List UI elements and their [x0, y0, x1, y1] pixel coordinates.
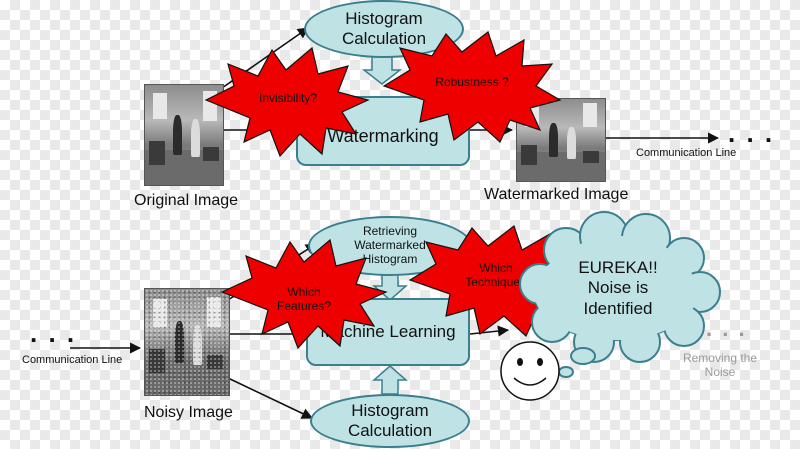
- removing-noise-label: Removing the Noise: [682, 351, 758, 379]
- smiley-face-icon: [500, 341, 560, 401]
- watermarked-image-photo: [516, 98, 606, 182]
- star-technique-label: Which Technique?: [465, 261, 527, 289]
- star-features: [220, 238, 388, 350]
- watermarking-label: Watermarking: [327, 125, 439, 146]
- arrow-noisy-to-histogram: [227, 377, 314, 419]
- noisy-image-photo: [144, 288, 230, 396]
- original-image-caption: Original Image: [134, 192, 239, 209]
- continuation-dots-left: . . .: [30, 318, 77, 348]
- star-features-label: Which Features?: [276, 285, 332, 313]
- watermarked-image-caption: Watermarked Image: [484, 186, 629, 203]
- star-invisibility: [204, 46, 370, 158]
- communication-line-label-bottom: Communication Line: [22, 354, 123, 366]
- histogram-calculation-label-bottom: Histogram Calculation: [347, 401, 433, 440]
- thought-bubble-large: [570, 347, 596, 365]
- star-robustness-label: Robustness ?: [435, 75, 509, 89]
- star-invisibility-label: Invisibility?: [258, 91, 318, 105]
- machine-learning-label: Machine Learning: [320, 322, 456, 341]
- original-image-photo: [144, 84, 224, 186]
- continuation-dots-grey: . . .: [706, 316, 747, 341]
- thought-bubble-small: [558, 366, 574, 378]
- noisy-image-caption: Noisy Image: [144, 404, 233, 421]
- histogram-calculation-node-bottom: Histogram Calculation: [310, 394, 470, 448]
- block-arrow-hist-to-watermark: [361, 55, 403, 85]
- continuation-dots-top: . . .: [728, 118, 775, 148]
- star-robustness: [382, 31, 562, 143]
- communication-line-label-top: Communication Line: [636, 147, 737, 159]
- arrow-ml-to-cloud: [469, 325, 510, 337]
- histogram-calculation-label-top: Histogram Calculation: [341, 9, 427, 48]
- retrieving-label: Retrieving Watermarked Histogram: [354, 224, 426, 266]
- cloud-text: EUREKA!! Noise is Identified: [578, 258, 658, 318]
